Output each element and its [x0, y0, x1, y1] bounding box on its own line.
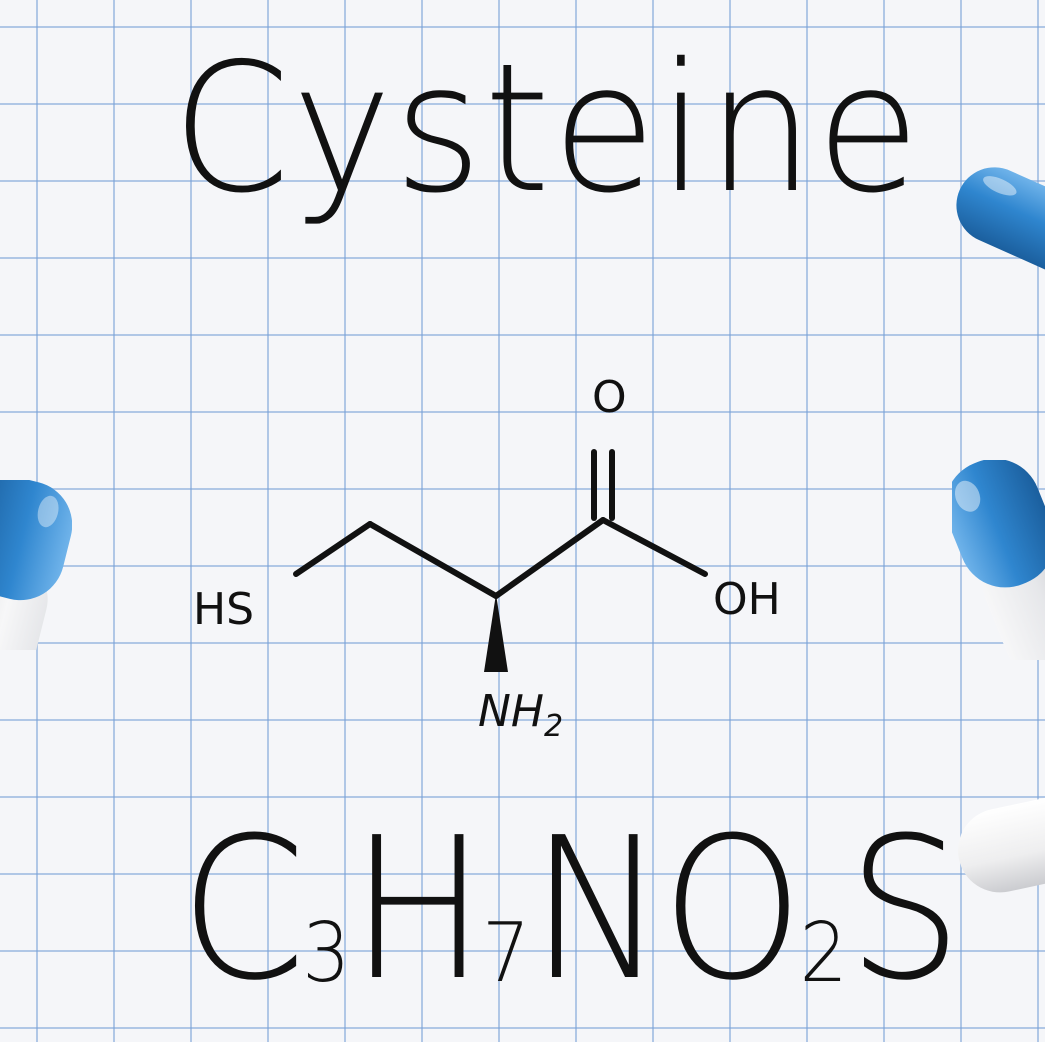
- capsule-blue-white-right-icon: [952, 460, 1045, 660]
- formula-h-count: 7: [482, 906, 531, 1001]
- formula-o: O: [661, 796, 803, 1024]
- bond-c2-c3: [493, 517, 606, 599]
- bond-s-c1: [293, 521, 373, 577]
- formula-c-count: 3: [302, 906, 351, 1001]
- molecule-name: Cysteine: [172, 25, 922, 232]
- capsule-blue-icon: [956, 167, 1045, 280]
- formula-n: N: [530, 796, 665, 1024]
- thiol-label: HS: [193, 584, 255, 635]
- molecular-formula: C3H7NO2S: [180, 812, 962, 1008]
- formula-c: C: [180, 796, 306, 1024]
- amine-label: NH2: [478, 690, 563, 742]
- formula-s: S: [847, 796, 962, 1024]
- wedge-bond-nh2: [484, 594, 508, 672]
- amine-main: NH: [478, 686, 544, 737]
- bond-c3-oh: [600, 517, 708, 577]
- capsule-white-icon: [958, 790, 1045, 893]
- carbonyl-oxygen-label: O: [592, 372, 627, 423]
- capsule-blue-white-left-icon: [0, 480, 72, 650]
- formula-o-count: 2: [799, 906, 848, 1001]
- formula-h: H: [350, 796, 486, 1024]
- amine-subscript: 2: [544, 708, 564, 744]
- bond-c1-c2: [367, 521, 499, 599]
- hydroxyl-label: OH: [713, 574, 781, 625]
